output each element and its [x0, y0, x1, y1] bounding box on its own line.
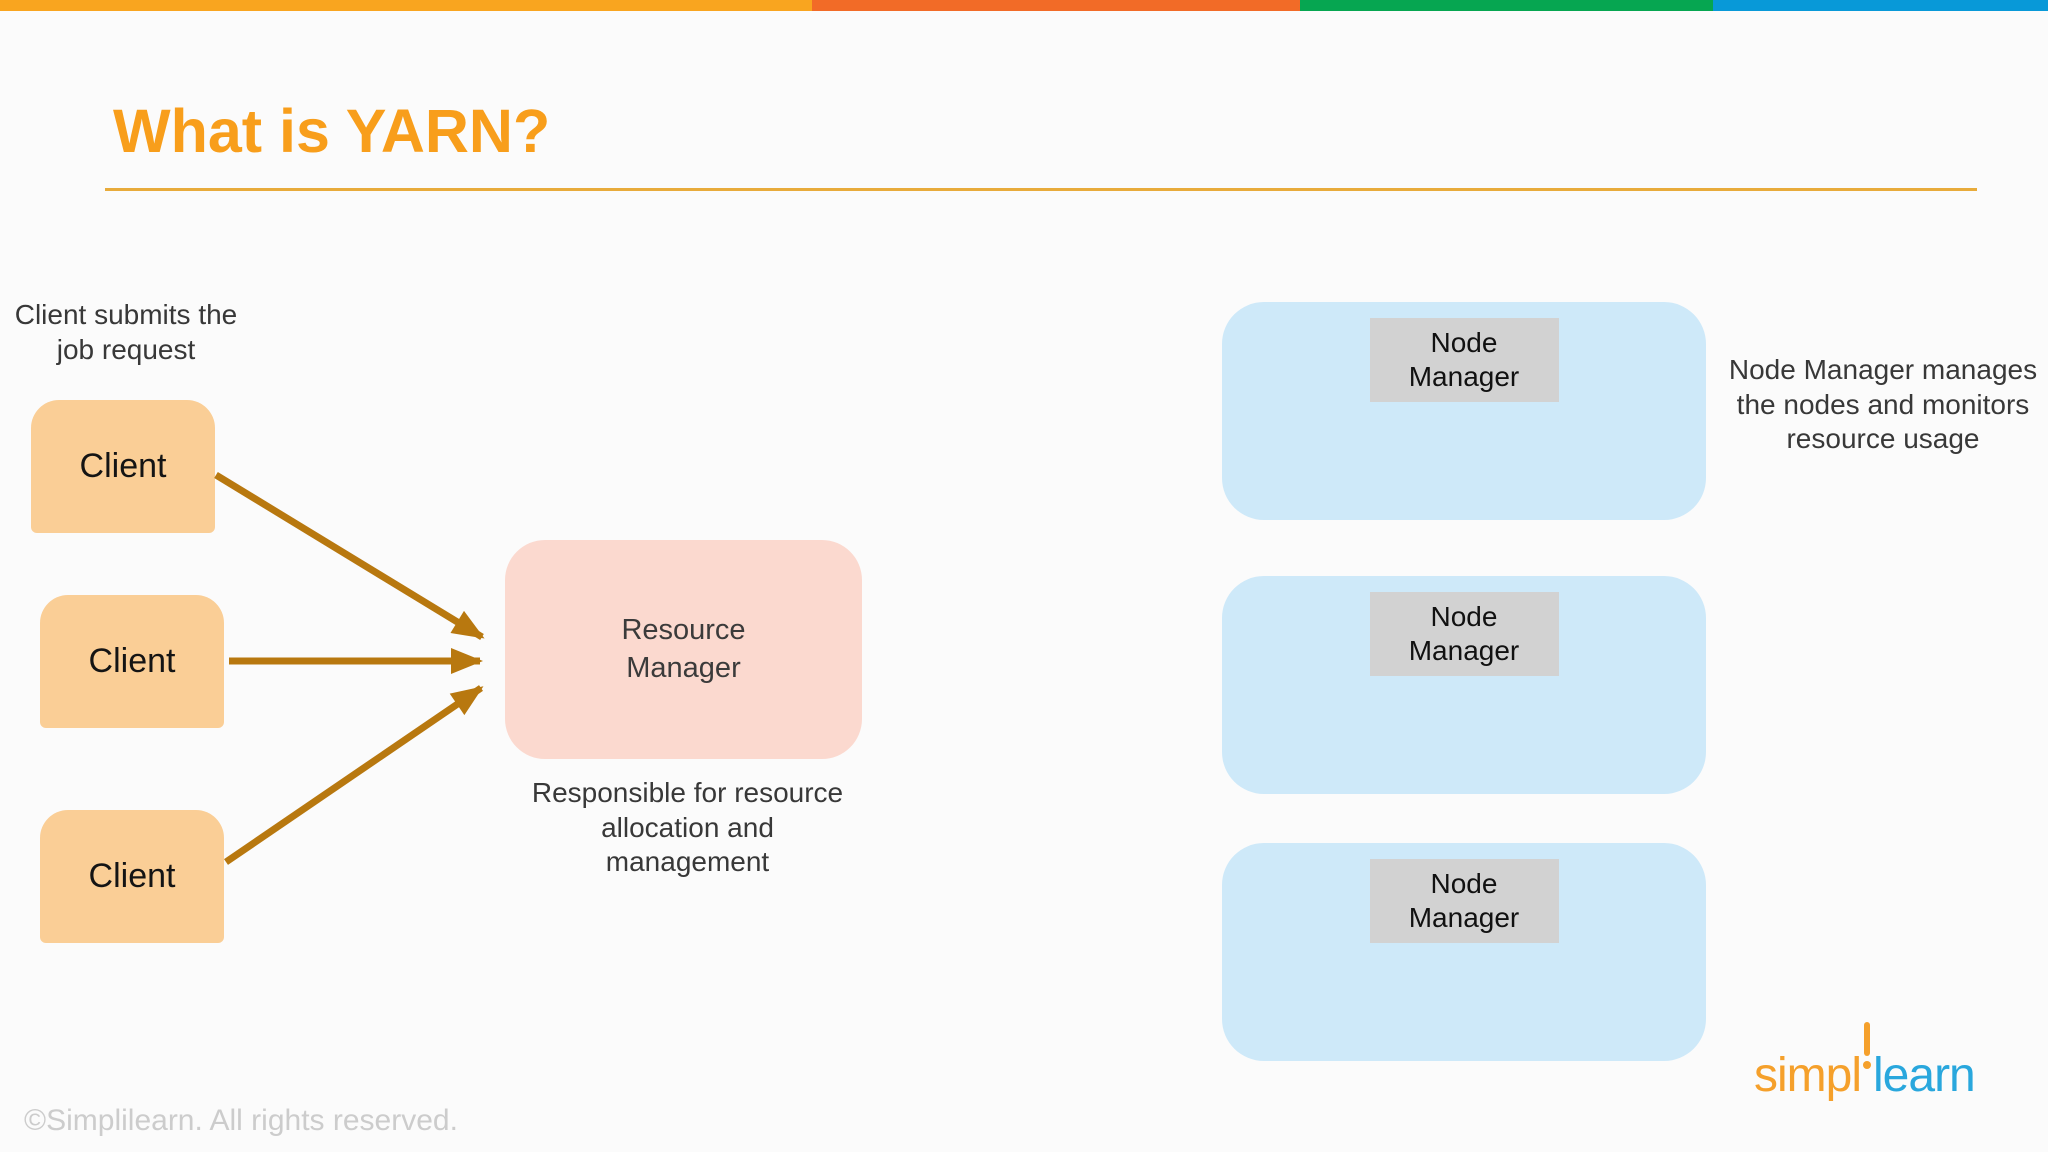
resource-manager-label: Resource Manager	[621, 613, 746, 684]
top-bar-green-segment	[1300, 0, 1713, 11]
node-manager-box-3: Node Manager	[1222, 843, 1706, 1061]
client-box-2: Client	[40, 595, 224, 728]
top-bar-red-orange-segment	[812, 0, 1300, 11]
resource-manager-caption: Responsible for resource allocation and …	[531, 777, 844, 878]
node-manager-caption: Node Manager manages the nodes and monit…	[1728, 354, 2038, 455]
client-box-2-label: Client	[88, 642, 176, 680]
logo-inverted-i-icon	[1861, 1022, 1873, 1091]
logo-text-learn: learn	[1873, 1049, 1976, 1102]
client-box-3: Client	[40, 810, 224, 943]
client-box-1-label: Client	[79, 447, 167, 485]
top-color-bar	[0, 0, 2048, 11]
node-manager-1-label: Node Manager	[1369, 318, 1559, 402]
node-manager-box-1: Node Manager	[1222, 302, 1706, 520]
client-box-1: Client	[31, 400, 215, 533]
resource-manager-box: Resource Manager	[505, 540, 862, 759]
node-manager-box-2: Node Manager	[1222, 576, 1706, 794]
title-underline	[105, 188, 1977, 191]
client-caption: Client submits the job request	[14, 299, 238, 365]
node-manager-2-label: Node Manager	[1369, 592, 1559, 676]
page-title: What is YARN?	[113, 97, 551, 165]
top-bar-orange-segment	[0, 0, 812, 11]
client-box-3-label: Client	[88, 857, 176, 895]
logo-text-simpl: simpl	[1754, 1049, 1862, 1102]
node-manager-3-label: Node Manager	[1369, 859, 1559, 943]
copyright-text: ©Simplilearn. All rights reserved.	[24, 1104, 458, 1137]
top-bar-blue-segment	[1713, 0, 2048, 11]
